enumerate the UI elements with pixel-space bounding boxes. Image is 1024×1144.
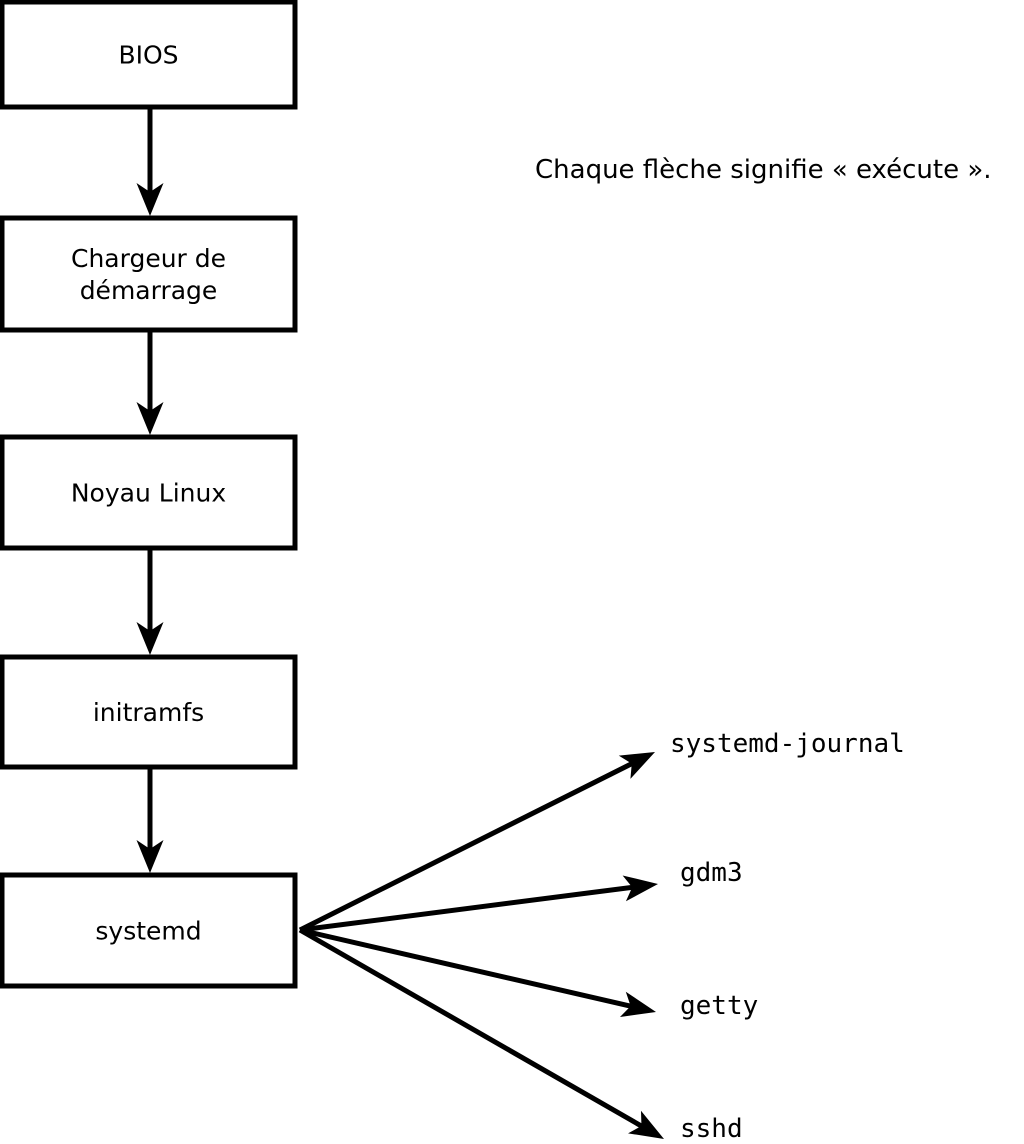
process-box-rect[interactable]: [0, 215, 298, 333]
service-label: getty: [680, 991, 758, 1021]
process-box[interactable]: Noyau Linux: [0, 434, 298, 551]
service-label: systemd-journal: [670, 729, 905, 759]
process-box-label: systemd: [95, 917, 201, 946]
fanout-arrow-line-2: [299, 927, 636, 1010]
process-box[interactable]: Chargeur de démarrage: [0, 215, 298, 333]
process-box-rect[interactable]: [0, 654, 298, 770]
process-box-rect[interactable]: [0, 872, 298, 989]
service-label-group: systemd-journal gdm3 getty sshd: [670, 729, 905, 1144]
fanout-arrow-head-2: [619, 991, 656, 1018]
fanout-arrow-head-3: [628, 1110, 664, 1139]
process-box[interactable]: BIOS: [0, 0, 298, 110]
flow-arrow-head-3: [136, 840, 164, 873]
fanout-arrow-line-0: [298, 759, 637, 933]
process-box[interactable]: systemd: [0, 872, 298, 989]
flow-arrow-group: [136, 107, 164, 873]
process-box[interactable]: initramfs: [0, 654, 298, 770]
legend-note: Chaque flèche signifie « exécute ».: [535, 155, 992, 185]
process-box-label: Chargeur de: [71, 244, 226, 273]
fanout-arrow-head-0: [618, 752, 655, 779]
fanout-arrow-line-1: [299, 884, 637, 933]
fanout-arrow-line-3: [298, 927, 647, 1131]
service-label: sshd: [680, 1114, 743, 1144]
flow-arrow-head-1: [136, 402, 164, 435]
process-box-label: initramfs: [93, 698, 204, 727]
process-box-rect[interactable]: [0, 434, 298, 551]
flow-arrow-head-0: [136, 183, 164, 216]
fanout-arrow-group: [298, 752, 664, 1139]
process-box-label: BIOS: [118, 41, 178, 70]
fanout-arrow-head-1: [622, 875, 658, 902]
process-box-label: démarrage: [80, 276, 218, 305]
process-box-rect[interactable]: [0, 0, 298, 110]
flow-arrow-head-2: [136, 622, 164, 655]
service-label: gdm3: [680, 858, 743, 888]
process-box-label: Noyau Linux: [71, 479, 226, 508]
